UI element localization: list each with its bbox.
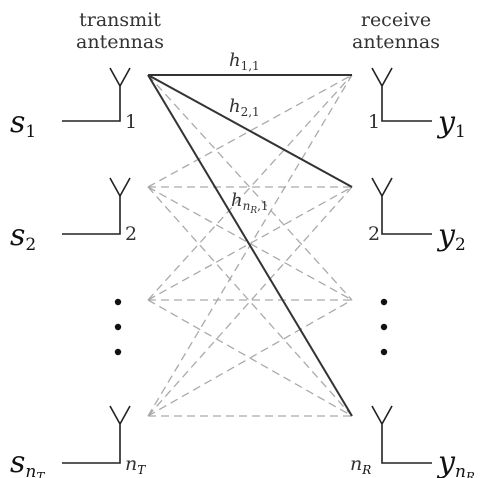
antenna-icon (62, 67, 131, 122)
receive-antenna-2 (371, 177, 432, 235)
receive-header-line1: receive (361, 9, 431, 31)
transmit-antenna-2 (62, 177, 131, 235)
ellipsis-dot (114, 298, 122, 306)
antenna-icon (371, 177, 432, 235)
receive-antenna-1 (371, 67, 432, 122)
transmit-header-line1: transmit (79, 9, 161, 31)
solid-link-h21 (147, 74, 353, 188)
receive-ellipsis (380, 298, 388, 356)
transmit-ellipsis (114, 298, 122, 356)
receive-symbol-y1: y1 (436, 105, 466, 142)
ellipsis-dot (380, 348, 388, 356)
receive-header-line2: antennas (352, 31, 440, 53)
antenna-icon (62, 177, 131, 235)
receive-antenna-nr (371, 405, 432, 464)
receive-symbol-y2: y2 (436, 218, 466, 255)
ellipsis-dot (380, 323, 388, 331)
receive-antenna-label-2: 2 (368, 223, 380, 245)
dashed-link (147, 299, 353, 417)
channel-label-h21: h2,1 (229, 96, 260, 119)
transmit-antenna-label-2: 2 (125, 223, 137, 245)
transmit-symbol-s2: s2 (10, 218, 36, 255)
transmit-symbol-snt: snT (10, 445, 45, 478)
antenna-icon (371, 67, 432, 122)
ellipsis-dot (380, 298, 388, 306)
transmit-symbol-s1: s1 (10, 105, 36, 142)
channel-label-h11: h1,1 (229, 50, 260, 73)
transmit-antenna-nt (62, 405, 131, 464)
receive-antenna-label-1: 1 (368, 111, 380, 133)
transmit-header-line2: antennas (76, 31, 164, 53)
channel-label-hnr1: hnR,1 (231, 190, 269, 216)
ellipsis-dot (114, 323, 122, 331)
antenna-icon (371, 405, 432, 464)
ellipsis-dot (114, 348, 122, 356)
transmit-antenna-1 (62, 67, 131, 122)
solid-link-hnr1 (147, 74, 353, 417)
receive-antenna-label-nr: nR (350, 453, 371, 477)
dashed-link (147, 74, 353, 301)
solid-links (147, 74, 353, 417)
receive-symbol-ynr: ynR (436, 445, 475, 478)
dashed-link (147, 74, 353, 301)
transmit-antenna-label-1: 1 (125, 111, 137, 133)
antenna-icon (62, 405, 131, 464)
transmit-antenna-label-nt: nT (125, 453, 146, 477)
